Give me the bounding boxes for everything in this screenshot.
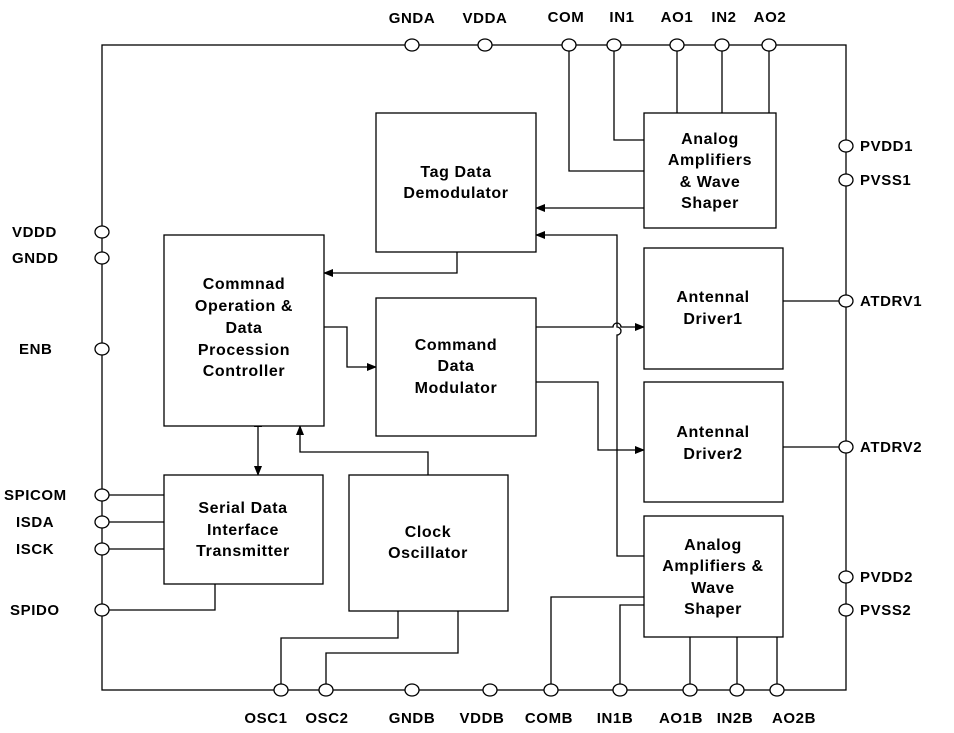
block-antenna-driver-1: Antennal Driver1 xyxy=(643,247,784,370)
block-analog-amp-bottom: Analog Amplifiers & Wave Shaper xyxy=(643,515,784,638)
pin-label-osc2: OSC2 xyxy=(305,710,348,727)
amp-top-line-1: Analog xyxy=(681,131,739,148)
controller-line-5: Controller xyxy=(203,363,285,380)
block-tag-demodulator: Tag Data Demodulator xyxy=(375,112,537,253)
amp-bottom-line-2: Amplifiers & xyxy=(662,558,763,575)
pin-label-enb: ENB xyxy=(19,341,52,358)
serial-line-2: Interface xyxy=(207,522,279,539)
block-serial-interface: Serial Data Interface Transmitter xyxy=(163,474,324,585)
ant2-line-2: Driver2 xyxy=(683,446,742,463)
pin-labels-top: GNDA VDDA COM IN1 AO1 IN2 AO2 xyxy=(389,9,787,27)
pin-label-pvss2: PVSS2 xyxy=(860,602,911,619)
ant2-line-1: Antennal xyxy=(676,424,749,441)
block-antenna-driver-2: Antennal Driver2 xyxy=(643,381,784,503)
amp-bottom-line-4: Shaper xyxy=(684,601,742,618)
ant1-line-1: Antennal xyxy=(676,289,749,306)
pin-label-pvdd1: PVDD1 xyxy=(860,138,913,155)
pin-label-com: COM xyxy=(548,9,585,26)
amp-top-line-2: Amplifiers xyxy=(668,152,752,169)
pin-label-in1: IN1 xyxy=(609,9,634,26)
block-analog-amp-top: Analog Amplifiers & Wave Shaper xyxy=(643,112,777,229)
pin-label-spicom: SPICOM xyxy=(4,487,67,504)
amp-bottom-line-1: Analog xyxy=(684,537,742,554)
pin-label-vddb: VDDB xyxy=(460,710,505,727)
pin-label-isda: ISDA xyxy=(16,514,54,531)
cmd-mod-line-1: Command xyxy=(415,337,497,354)
amp-top-line-4: Shaper xyxy=(681,195,739,212)
pin-labels-right: PVDD1 PVSS1 ATDRV1 ATDRV2 PVDD2 PVSS2 xyxy=(860,138,922,619)
clock-line-1: Clock xyxy=(405,524,452,541)
pin-label-ao1: AO1 xyxy=(661,9,694,26)
block-command-modulator: Command Data Modulator xyxy=(375,297,537,437)
serial-line-3: Transmitter xyxy=(196,543,290,560)
pin-label-isck: ISCK xyxy=(16,541,54,558)
pin-labels-left: VDDD GNDD ENB SPICOM ISDA ISCK SPIDO xyxy=(4,224,67,619)
ant1-line-2: Driver1 xyxy=(683,311,742,328)
pin-label-pvdd2: PVDD2 xyxy=(860,569,913,586)
pin-labels-bottom: OSC1 OSC2 GNDB VDDB COMB IN1B AO1B IN2B … xyxy=(244,710,816,727)
pin-markers xyxy=(94,38,854,697)
chip-outline xyxy=(101,44,847,691)
pin-label-ao1b: AO1B xyxy=(659,710,703,727)
pin-label-in2: IN2 xyxy=(711,9,736,26)
block-controller: Commnad Operation & Data Procession Cont… xyxy=(163,234,325,427)
pin-label-atdrv2: ATDRV2 xyxy=(860,439,922,456)
serial-line-1: Serial Data xyxy=(198,500,287,517)
tag-demod-line-2: Demodulator xyxy=(403,185,508,202)
block-clock-oscillator: Clock Oscillator xyxy=(348,474,509,612)
pin-label-pvss1: PVSS1 xyxy=(860,172,911,189)
controller-line-1: Commnad xyxy=(203,276,285,293)
controller-line-3: Data xyxy=(225,320,262,337)
pin-label-vddd: VDDD xyxy=(12,224,57,241)
pin-label-atdrv1: ATDRV1 xyxy=(860,293,922,310)
pin-label-spido: SPIDO xyxy=(10,602,60,619)
pin-label-gnda: GNDA xyxy=(389,10,436,27)
pin-label-gndd: GNDD xyxy=(12,250,59,267)
clock-line-2: Oscillator xyxy=(388,545,468,562)
pin-label-comb: COMB xyxy=(525,710,573,727)
pin-label-osc1: OSC1 xyxy=(244,710,287,727)
pin-label-in2b: IN2B xyxy=(717,710,754,727)
pin-label-gndb: GNDB xyxy=(389,710,436,727)
tag-demod-line-1: Tag Data xyxy=(420,164,491,181)
pin-label-vdda: VDDA xyxy=(463,10,508,27)
cmd-mod-line-2: Data xyxy=(437,358,474,375)
amp-bottom-line-3: Wave xyxy=(691,580,735,597)
pin-label-in1b: IN1B xyxy=(597,710,634,727)
controller-line-2: Operation & xyxy=(195,298,293,315)
controller-line-4: Procession xyxy=(198,342,290,359)
pin-label-ao2b: AO2B xyxy=(772,710,816,727)
pin-label-ao2: AO2 xyxy=(754,9,787,26)
amp-top-line-3: & Wave xyxy=(680,174,741,191)
cmd-mod-line-3: Modulator xyxy=(415,380,498,397)
wires xyxy=(102,51,846,690)
